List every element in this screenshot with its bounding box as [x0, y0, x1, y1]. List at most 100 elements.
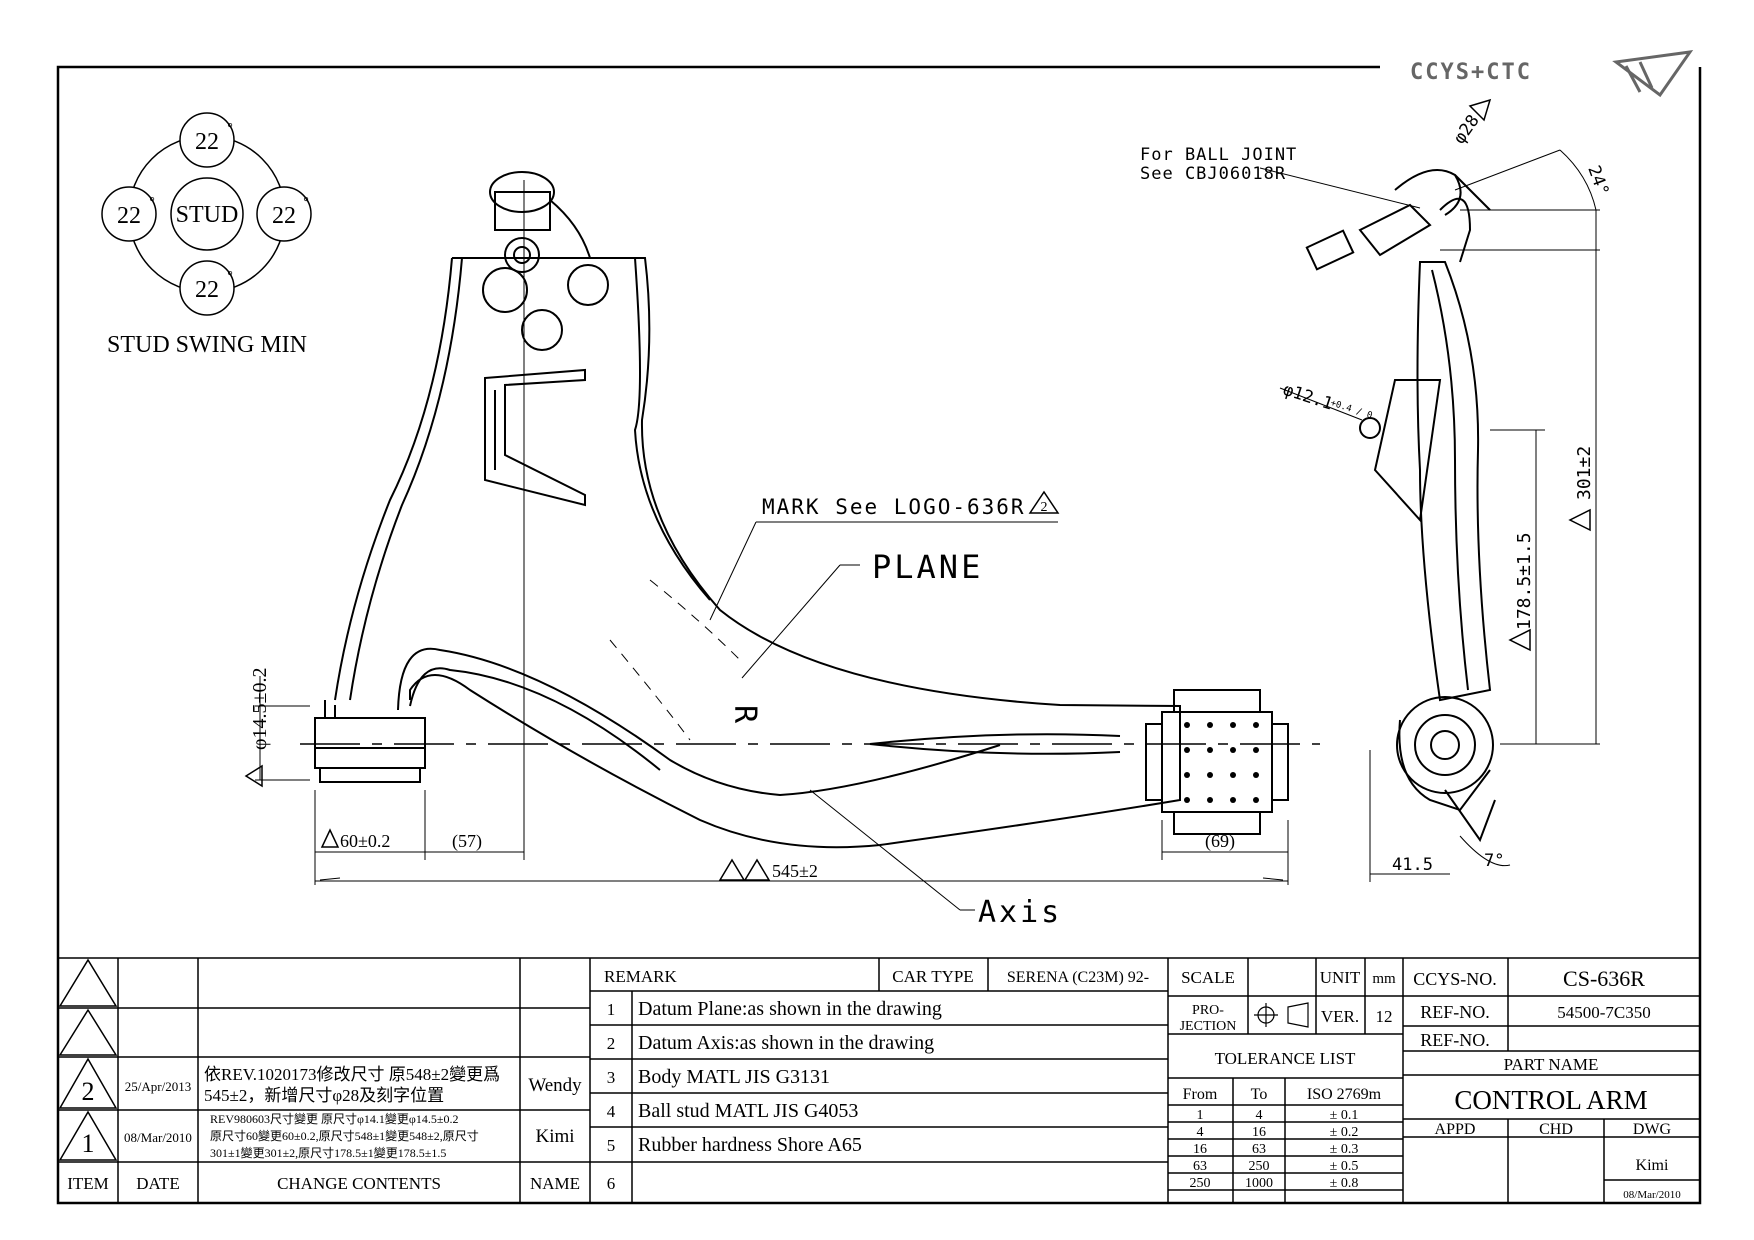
swing-right-value: 22 [272, 203, 296, 229]
tol-value: ± 0.3 [1330, 1142, 1359, 1157]
projection-label-1: PRO- [1192, 1003, 1224, 1018]
remark-text: Ball stud MATL JIS G4053 [638, 1100, 858, 1122]
tol-from: 250 [1190, 1176, 1211, 1191]
tolerance-title: TOLERANCE LIST [1215, 1049, 1356, 1068]
part-name-value: CONTROL ARM [1454, 1085, 1647, 1115]
side-view-annotation-text: For BALL JOINT See CBJ06018R φ28 24° φ12… [1140, 111, 1613, 875]
tol-from: 1 [1197, 1108, 1204, 1123]
revision-triangle-number: 2 [1041, 500, 1048, 515]
front-annotations [609, 521, 1058, 911]
title-block-grid [58, 957, 1700, 1203]
car-type-value: SERENA (C23M) 92- [1007, 969, 1149, 986]
remark-number: 6 [607, 1174, 616, 1193]
front-view-control-arm [300, 171, 1320, 860]
header-date: DATE [136, 1174, 179, 1193]
dim-69: (69) [1205, 831, 1235, 852]
hole-diameter-dim: φ12.1 [1280, 380, 1335, 415]
angle-24-dim: 24° [1583, 163, 1612, 199]
header-item: ITEM [67, 1174, 109, 1193]
tol-value: ± 0.2 [1330, 1125, 1359, 1140]
change-contents-line: 依REV.1020173修改尺寸 原548±2變更爲 [204, 1065, 500, 1084]
remark-number: 1 [607, 1000, 616, 1019]
remark-number: 2 [607, 1034, 616, 1053]
tol-header-to: To [1251, 1086, 1268, 1103]
dim-60: 60±0.2 [340, 831, 390, 851]
ball-joint-note-1: For BALL JOINT [1140, 145, 1297, 165]
scale-label: SCALE [1181, 968, 1235, 987]
scale-projection-block: SCALE UNIT mm PRO- JECTION VER. 12 TOLER… [1180, 968, 1396, 1103]
change-table: 2 25/Apr/2013 依REV.1020173修改尺寸 原548±2變更爲… [67, 1065, 582, 1193]
change-contents-line: 原尺寸60變更60±0.2,原尺寸548±1變更548±2,原尺寸 [210, 1128, 479, 1143]
side-view-control-arm [1305, 169, 1496, 843]
tol-to: 4 [1256, 1108, 1263, 1123]
dim-545: 545±2 [772, 861, 818, 881]
tol-to: 250 [1249, 1159, 1270, 1174]
stud-swing-caption: STUD SWING MIN [107, 332, 307, 358]
bushing-holes [1184, 722, 1259, 803]
remark-text: Body MATL JIS G3131 [638, 1066, 830, 1088]
remark-number: 5 [607, 1136, 616, 1155]
projection-symbol-icon [1254, 1002, 1309, 1028]
degree-mark: ° [303, 195, 309, 210]
change-contents-line: 301±1變更301±2,原尺寸178.5±1變更178.5±1.5 [210, 1145, 446, 1160]
tol-from: 16 [1193, 1142, 1207, 1157]
hole-tolerance: +0.4 / 0 [1329, 398, 1373, 421]
dim-41-5: 41.5 [1392, 855, 1433, 875]
remark-text: Datum Plane:as shown in the drawing [638, 998, 942, 1020]
side-view-dimensions [1259, 149, 1600, 882]
ref-no-label: REF-NO. [1420, 1002, 1490, 1022]
projection-label-2: JECTION [1180, 1019, 1237, 1034]
change-name: Kimi [535, 1126, 574, 1147]
change-date: 25/Apr/2013 [125, 1079, 191, 1094]
swing-left-value: 22 [117, 203, 141, 229]
change-item: 2 [82, 1077, 95, 1106]
unit-value: mm [1372, 971, 1396, 987]
ccys-no-value: CS-636R [1563, 966, 1645, 991]
ref-no-2-label: REF-NO. [1420, 1030, 1490, 1050]
change-contents-line: REV980603尺寸變更 原尺寸φ14.1變更φ14.5±0.2 [210, 1111, 458, 1126]
logo-icon [1612, 50, 1694, 98]
height-178-dim: 178.5±1.5 [1514, 532, 1535, 630]
tol-header-standard: ISO 2769m [1307, 1086, 1382, 1103]
drawn-by: Kimi [1636, 1157, 1669, 1174]
tol-value: ± 0.8 [1330, 1176, 1359, 1191]
stud-swing-labels: 22 22 22 22 STUD ° ° ° ° STUD SWING MIN [107, 121, 309, 358]
remark-number: 3 [607, 1068, 616, 1087]
ccys-no-label: CCYS-NO. [1413, 969, 1497, 989]
axis-label: Axis [978, 895, 1062, 930]
ref-no-value: 54500-7C350 [1557, 1003, 1651, 1022]
dim-57: (57) [452, 831, 482, 852]
swing-bottom-value: 22 [195, 277, 219, 303]
degree-mark: ° [149, 195, 155, 210]
angle-7-dim: 7° [1484, 851, 1504, 871]
change-name: Wendy [528, 1075, 582, 1096]
header-change-contents: CHANGE CONTENTS [277, 1174, 441, 1193]
header-name: NAME [530, 1174, 580, 1193]
remark-number: 4 [607, 1102, 616, 1121]
change-item: 1 [82, 1129, 95, 1158]
tol-from: 4 [1197, 1125, 1204, 1140]
ver-value: 12 [1376, 1007, 1393, 1026]
ball-joint-note-2: See CBJ06018R [1140, 164, 1286, 184]
change-date: 08/Mar/2010 [124, 1130, 192, 1145]
company-logo: CCYS+CTC [1410, 50, 1694, 98]
remark-text: Rubber hardness Shore A65 [638, 1134, 862, 1156]
tol-to: 63 [1252, 1142, 1266, 1157]
part-info-block: CCYS-NO. CS-636R REF-NO. 54500-7C350 REF… [1413, 966, 1681, 1201]
r-mark: R [727, 705, 762, 724]
appd-label: APPD [1435, 1121, 1476, 1138]
change-contents-line: 545±2，新增尺寸φ28及刻字位置 [204, 1086, 444, 1105]
revision-triangles [58, 958, 118, 1161]
swing-top-value: 22 [195, 129, 219, 155]
front-dimension-text: φ14.5±0.2 60±0.2 (57) (69) 545±2 [249, 667, 1235, 881]
degree-mark: ° [227, 269, 233, 284]
part-name-label: PART NAME [1504, 1055, 1599, 1074]
remark-label: REMARK [604, 967, 677, 986]
stud-swing-diagram [101, 112, 312, 316]
drawing-frame [56, 65, 1702, 1205]
chd-label: CHD [1539, 1121, 1573, 1138]
height-301-dim: 301±2 [1574, 446, 1595, 500]
tol-to: 1000 [1245, 1176, 1273, 1191]
datum-triangles [244, 490, 1060, 881]
